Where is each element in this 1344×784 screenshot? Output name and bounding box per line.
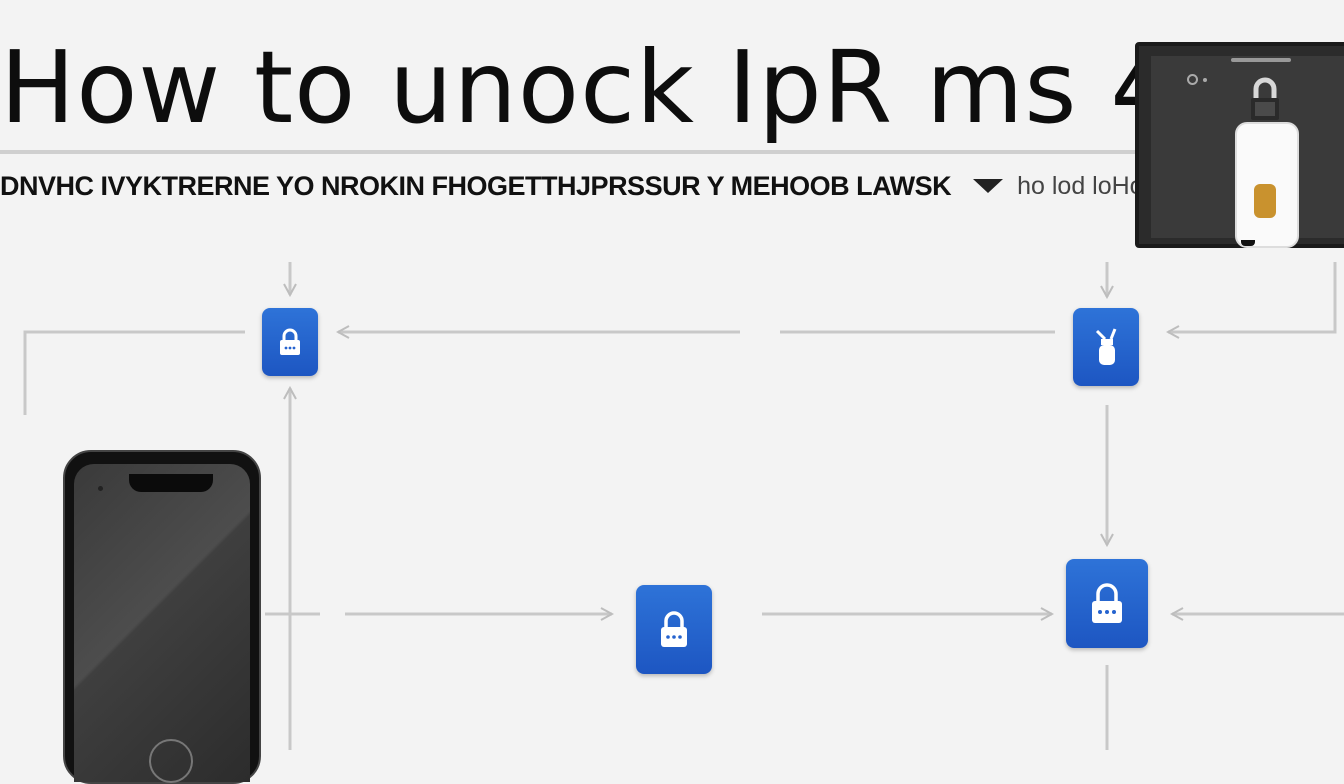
padlock-icon <box>661 610 687 647</box>
flow-node-2[interactable] <box>1073 308 1139 386</box>
tablet-screen <box>1151 56 1344 248</box>
tablet-top-bar <box>1231 58 1291 62</box>
flow-node-4[interactable] <box>1066 559 1148 648</box>
padlock-icon <box>1092 582 1122 623</box>
home-button-icon <box>149 739 193 783</box>
tablet-stand <box>1241 240 1255 246</box>
smartphone-illustration <box>63 450 261 784</box>
tablet-illustration <box>1135 42 1344 248</box>
tablet-sensor-icon <box>1203 78 1207 82</box>
tablet-camera-icon <box>1187 74 1198 85</box>
padlock-icon <box>1251 77 1279 120</box>
subtitle-note: ho lod loHos <box>1017 171 1157 200</box>
spray-bottle-icon <box>1095 328 1117 365</box>
subtitle: DNVHC IVYKTRERNE YO NROKIN FHOGETTHJPRSS… <box>0 170 952 201</box>
page-title: How to unock IpR ms 4 <box>0 29 1175 146</box>
arrow-from-tablet <box>1168 262 1337 332</box>
camera-icon <box>98 486 103 491</box>
padlock-icon <box>280 328 300 355</box>
triangle-down-icon <box>973 179 1004 193</box>
flow-node-3[interactable] <box>636 585 712 674</box>
subtitle-row: DNVHC IVYKTRERNE YO NROKIN FHOGETTHJPRSS… <box>0 168 1156 204</box>
flow-node-1[interactable] <box>262 308 318 376</box>
keyhole-icon <box>1254 184 1276 218</box>
connector-left-loop <box>23 330 245 415</box>
phone-notch <box>129 474 213 492</box>
title-divider <box>0 150 1135 154</box>
flow-arrows <box>23 262 1344 750</box>
phone-screen <box>74 464 250 783</box>
